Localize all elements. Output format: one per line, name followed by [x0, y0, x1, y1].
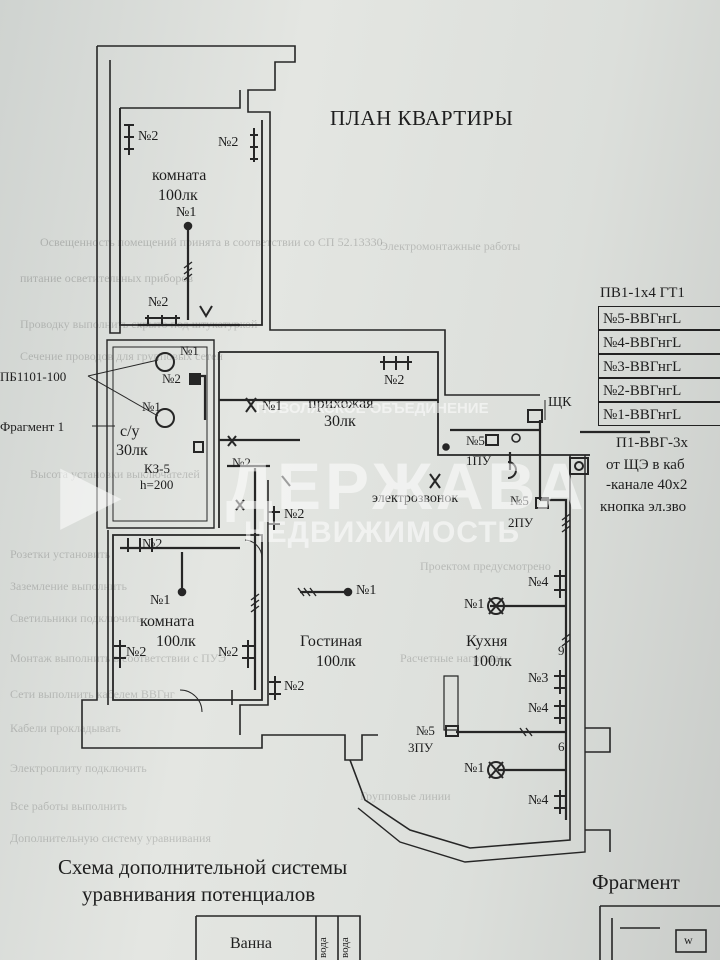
feed-line-2: от ЩЭ в каб [606, 457, 685, 473]
legend-header: ПВ1-1х4 ГТ1 [600, 285, 685, 301]
room-bottom-fixture-n1: №1 [150, 593, 171, 608]
kitchen-num-6: 6 [558, 739, 565, 754]
bg-text-18: Проектом предусмотрено [420, 559, 551, 573]
bath-scheme-label: Ванна [230, 935, 272, 952]
bath-fixture-n2-low: №2 [232, 455, 251, 470]
room-top-fixture-n2-right: №2 [218, 135, 239, 150]
bath-lux: 30лк [116, 442, 148, 459]
hall-outlet-n5: №5 [466, 433, 485, 448]
kitchen-outlet-3pu: 3ПУ [408, 740, 434, 755]
hall-lux: 30лк [324, 413, 356, 430]
plan-title: ПЛАН КВАРТИРЫ [330, 106, 514, 130]
fragment-1-label: Фрагмент 1 [0, 419, 65, 434]
living-fixture-n2-top: №2 [284, 507, 305, 522]
water-col-1: вода [317, 937, 329, 958]
kitchen-name: Кухня [466, 633, 508, 650]
legend-row-n5: №5-ВВГнгL [598, 306, 720, 330]
feed-line-3: -канале 40х2 [606, 477, 688, 493]
bath-fixture-n1-top: №1 [180, 343, 199, 358]
room-bottom-fixture-n2-top: №2 [142, 537, 163, 552]
scheme-title-line2: уравнивания потенциалов [82, 882, 316, 906]
bg-text-17: Расчетные нагрузки [400, 651, 503, 665]
room-top-lux: 100лк [158, 187, 198, 204]
legend-row-n4-text: №4-ВВГнгL [603, 335, 682, 351]
bath-height-label: h=200 [140, 477, 174, 492]
fragment-box-label: w [684, 933, 693, 947]
bg-text-1: Освещенность помещений принята в соответ… [40, 235, 383, 249]
pb-label: ПБ1101-100 [0, 369, 67, 384]
bell-button-label: кнопка эл.зво [600, 499, 687, 515]
room-bottom-fixture-n2-right: №2 [218, 645, 239, 660]
living-fixture-n1: №1 [356, 583, 377, 598]
living-fixture-n2-bottom: №2 [284, 679, 305, 694]
bg-text-14: Дополнительную систему уравнивания [10, 831, 211, 845]
hall-fixture-n1: №1 [262, 399, 283, 414]
living-lux: 100лк [316, 653, 356, 670]
bg-text-5: Высота установки выключателей [30, 467, 200, 481]
watermark-top: ПОВОЛЖСКОЕ ОБЪЕДИНЕНИЕ [256, 400, 489, 417]
bg-text-6: Розетки установить [10, 547, 111, 561]
bg-text-11: Кабели прокладывать [10, 721, 121, 735]
legend-row-n1-text: №1-ВВГнгL [603, 407, 682, 423]
doorbell-label: электрозвонок [372, 491, 459, 506]
bg-text-4: Сечение проводов для групповых сетей [20, 349, 223, 363]
kitchen-lux: 100лк [472, 653, 512, 670]
legend-row-n4: №4-ВВГнгL [598, 330, 720, 354]
room-top-fixture-n1: №1 [176, 205, 197, 220]
panel-shk-label: ЩК [548, 395, 572, 410]
bg-text-15: Групповые линии [360, 789, 451, 803]
kitchen-outlet-n5: №5 [416, 723, 435, 738]
legend-row-n1: №1-ВВГнгL [598, 402, 720, 426]
bg-text-13: Все работы выполнить [10, 799, 127, 813]
living-name: Гостиная [300, 633, 362, 650]
bg-text-12: Электроплиту подключить [10, 761, 147, 775]
room-top-name: комната [152, 167, 207, 184]
bath-fixture-n1-mid: №1 [142, 399, 161, 414]
bg-text-2: питание осветительных приборов [20, 271, 194, 285]
feed-line-1: П1-ВВГ-3х [616, 435, 689, 451]
kitchen-fixture-n4-top: №4 [528, 575, 549, 590]
hall-name: прихожая [308, 395, 374, 412]
room-bottom-lux: 100лк [156, 633, 196, 650]
legend-row-n3: №3-ВВГнгL [598, 354, 720, 378]
kitchen-num-9: 9 [558, 643, 565, 658]
kitchen-fixture-n4-bottom: №4 [528, 793, 549, 808]
scheme-title-line1: Схема дополнительной системы [58, 855, 348, 879]
room-bottom-fixture-n2-left: №2 [126, 645, 147, 660]
kitchen-fixture-n1-top: №1 [464, 597, 485, 612]
legend-row-n2: №2-ВВГнгL [598, 378, 720, 402]
legend-row-n3-text: №3-ВВГнгL [603, 359, 682, 375]
bg-text-10: Сети выполнить кабелем ВВГнг [10, 687, 175, 701]
bg-text-16: Электромонтажные работы [380, 239, 521, 253]
legend-row-n2-text: №2-ВВГнгL [603, 383, 682, 399]
hall-outlet-1pu: 1ПУ [466, 453, 492, 468]
kitchen-fixture-n3: №3 [528, 671, 549, 686]
fragment-title: Фрагмент [592, 870, 680, 894]
kitchen-fixture-n1-bottom: №1 [464, 761, 485, 776]
water-col-2: вода [339, 937, 351, 958]
bath-name: с/у [120, 423, 140, 440]
hall-outlet2-n5: №5 [510, 493, 529, 508]
watermark-logo-icon: ▶ [60, 448, 122, 537]
bath-kz-label: КЗ-5 [144, 461, 171, 476]
bg-text-8: Светильники подключить [10, 611, 142, 625]
room-top-fixture-n2-bottom: №2 [148, 295, 169, 310]
room-top-fixture-n2-left: №2 [138, 129, 159, 144]
room-bottom-name: комната [140, 613, 195, 630]
kitchen-fixture-n4-mid: №4 [528, 701, 549, 716]
bath-fixture-n2: №2 [162, 371, 181, 386]
hall-outlet-2pu: 2ПУ [508, 515, 534, 530]
legend-row-n5-text: №5-ВВГнгL [603, 311, 682, 327]
watermark-main: ДЕРЖАВА [226, 449, 588, 523]
hall-fixture-n2: №2 [384, 373, 405, 388]
watermark-sub: НЕДВИЖИМОСТЬ [244, 516, 521, 549]
